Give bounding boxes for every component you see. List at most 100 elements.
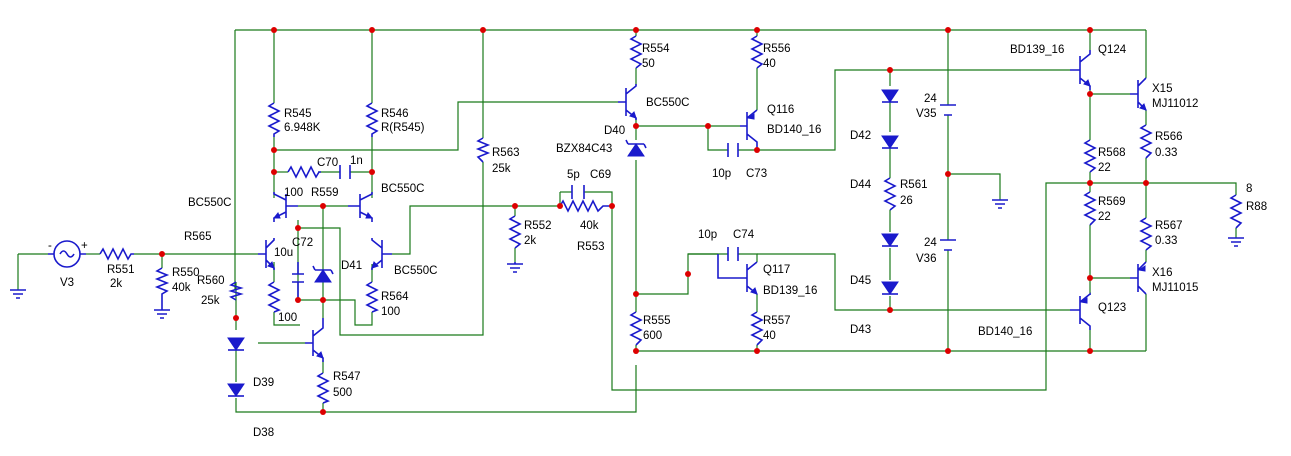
label-d40: D40: [604, 125, 625, 137]
d38-diode: [227, 383, 245, 397]
value-r545: 6.948K: [284, 122, 321, 134]
value-r563: 25k: [492, 163, 511, 175]
value-v35: 24: [924, 93, 937, 105]
label-r565: R565: [184, 231, 212, 243]
v35-battery: [940, 104, 956, 116]
r569-resistor: [1083, 191, 1097, 226]
label-r545: R545: [284, 108, 312, 120]
value-r567: 0.33: [1155, 235, 1177, 247]
label-r553: R553: [577, 241, 605, 253]
d43-diode: [881, 281, 899, 295]
r546-resistor: [365, 102, 379, 137]
label-d38: D38: [253, 427, 274, 439]
value-r550: 40k: [172, 282, 191, 294]
q-tail-transistor: [305, 318, 324, 362]
q-mirror-right-transistor: [348, 192, 374, 222]
r559-resistor: [287, 165, 321, 179]
value-c72: 10u: [274, 247, 293, 259]
label-bd140-16-q116: BD140_16: [767, 124, 821, 136]
label-r561: R561: [900, 179, 928, 191]
value-r569: 22: [1098, 211, 1111, 223]
label-x16: X16: [1152, 267, 1172, 279]
r100-resistor: [267, 281, 281, 313]
value-r555: 600: [643, 330, 662, 342]
label-d43: D43: [850, 324, 871, 336]
value-r568: 22: [1098, 162, 1111, 174]
label-q123: Q123: [1098, 302, 1126, 314]
r566-resistor: [1139, 124, 1153, 159]
q-input-left-transistor: [258, 238, 275, 270]
svg-text:+: +: [81, 240, 88, 252]
label-r550: R550: [172, 267, 200, 279]
r545-resistor: [267, 102, 281, 137]
value-r559: 100: [284, 187, 303, 199]
value-c74: 10p: [698, 229, 717, 241]
label-r567: R567: [1155, 220, 1183, 232]
value-v36: 24: [924, 237, 937, 249]
label-bzx84c43: BZX84C43: [556, 143, 612, 155]
c72-capacitor: [292, 262, 304, 300]
value-c69: 5p: [567, 169, 580, 181]
d40-zener-diode: [625, 139, 647, 157]
d39-diode: [227, 337, 245, 351]
x16-transistor: [1130, 261, 1147, 295]
ground-icon: [154, 300, 170, 319]
c69-capacitor: [571, 185, 585, 199]
r567-resistor: [1139, 217, 1153, 251]
d44-diode: [881, 135, 899, 149]
r561-resistor: [883, 177, 897, 211]
label-q117: Q117: [763, 264, 790, 276]
value-r554: 50: [642, 58, 655, 70]
value-r560: 25k: [201, 295, 220, 307]
r563-resistor: [475, 137, 491, 163]
r550-resistor: [154, 267, 170, 300]
label-d42: D42: [850, 130, 871, 142]
label-d44: D44: [850, 179, 872, 191]
value-r552: 2k: [524, 235, 536, 247]
component-labels: V3 R551 2k R550 40k BC550C R565 R560 25k…: [60, 43, 1267, 439]
value-r551: 2k: [110, 278, 122, 290]
value-r553: 40k: [580, 220, 599, 232]
label-r569: R569: [1098, 196, 1126, 208]
sine-icon: [59, 250, 75, 258]
label-r554: R554: [642, 43, 670, 55]
label-c69: C69: [590, 169, 611, 181]
c73-capacitor: [727, 143, 739, 157]
value-c73: 10p: [712, 168, 731, 180]
value-c70: 1n: [350, 155, 363, 167]
label-r560: R560: [197, 275, 225, 287]
label-bc550c-vas: BC550C: [646, 97, 689, 109]
q117-transistor: [717, 254, 758, 295]
components: - +: [10, 35, 1244, 404]
d42-diode: [881, 89, 899, 103]
label-r555: R555: [643, 315, 671, 327]
r547-resistor: [316, 372, 330, 404]
label-bd139-16-q117: BD139_16: [763, 285, 817, 297]
r568-resistor: [1083, 139, 1097, 173]
r557-resistor: [750, 311, 764, 346]
label-r559: R559: [311, 187, 339, 199]
label-q116: Q116: [767, 104, 794, 116]
v36-battery: [940, 239, 956, 251]
label-r557: R557: [763, 315, 791, 327]
label-bd139-16-q124: BD139_16: [1010, 44, 1064, 56]
label-r564: R564: [381, 291, 409, 303]
svg-text:-: -: [48, 240, 52, 252]
ground-icon: [10, 289, 26, 299]
label-r546: R546: [381, 108, 409, 120]
d41-zener-diode: [312, 265, 334, 283]
ground-icon: [507, 262, 523, 273]
value-r561: 26: [900, 195, 913, 207]
label-v3: V3: [60, 277, 74, 289]
label-d39: D39: [253, 377, 274, 389]
r551-resistor: [99, 247, 134, 261]
label-mj11012: MJ11012: [1152, 98, 1198, 110]
value-r100: 100: [278, 312, 297, 324]
wires: [17, 29, 1237, 413]
label-r568: R568: [1098, 147, 1126, 159]
value-r557: 40: [763, 330, 776, 342]
q116-transistor: [740, 109, 758, 150]
r555-resistor: [629, 311, 643, 346]
label-v36: V36: [916, 253, 936, 265]
